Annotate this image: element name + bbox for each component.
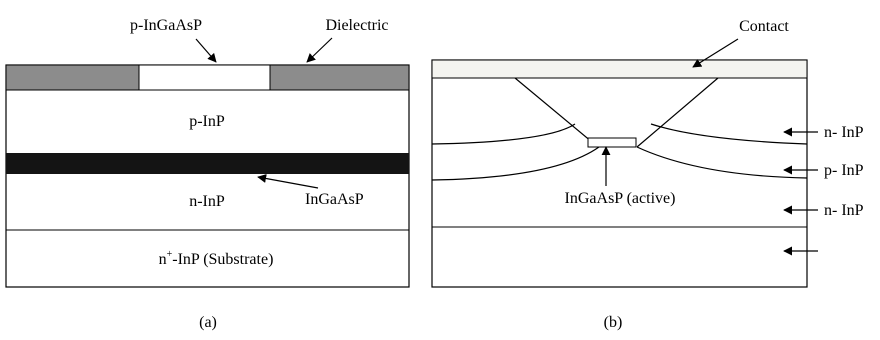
panel-b-outline <box>431 59 808 288</box>
panel-a-outline <box>5 64 410 288</box>
label-active-b: InGaAsP (active) <box>565 190 676 207</box>
caption-b: (b) <box>604 314 623 331</box>
label-contact-window: p-InGaAsP <box>130 17 202 34</box>
arrow-contact <box>692 38 739 68</box>
label-layer-top: n- InP <box>824 124 864 141</box>
junction-upper-left <box>431 123 576 145</box>
contact-window <box>138 64 271 91</box>
arrow-dielectric <box>306 37 333 63</box>
groove-wall-right <box>636 77 719 148</box>
label-active-layer-a: InGaAsP <box>305 191 364 208</box>
panel-a: p-InGaAsP Dielectric p-InP n-InP InGaAsP… <box>5 17 410 331</box>
label-layer-middle: p- InP <box>824 162 864 179</box>
caption-a: (a) <box>199 314 217 331</box>
substrate-prefix: n <box>159 251 167 268</box>
label-cladding-bottom: n-InP <box>189 193 225 210</box>
active-region-b <box>587 137 637 148</box>
label-dielectric: Dielectric <box>325 17 388 34</box>
label-layer-bottom: n- InP <box>824 202 864 219</box>
panel-b: Contact InGaAsP (active) n- InP p- InP n… <box>431 18 864 331</box>
dielectric-left <box>5 64 140 91</box>
contact-strip <box>431 59 808 79</box>
label-contact: Contact <box>739 18 789 35</box>
substrate-sup: + <box>167 249 173 260</box>
substrate-suffix: -InP (Substrate) <box>172 251 273 268</box>
arrow-active-layer-a <box>257 174 319 189</box>
arrow-contact-window <box>195 38 217 63</box>
label-substrate: n+-InP (Substrate) <box>159 249 274 268</box>
label-cladding-top: p-InP <box>189 113 225 130</box>
dielectric-right <box>269 64 410 91</box>
junction-lower-right <box>636 146 808 179</box>
junction-upper-right <box>650 123 808 145</box>
junction-lower-left <box>431 146 600 181</box>
groove-wall-left <box>514 77 599 148</box>
active-layer-a <box>6 153 409 174</box>
